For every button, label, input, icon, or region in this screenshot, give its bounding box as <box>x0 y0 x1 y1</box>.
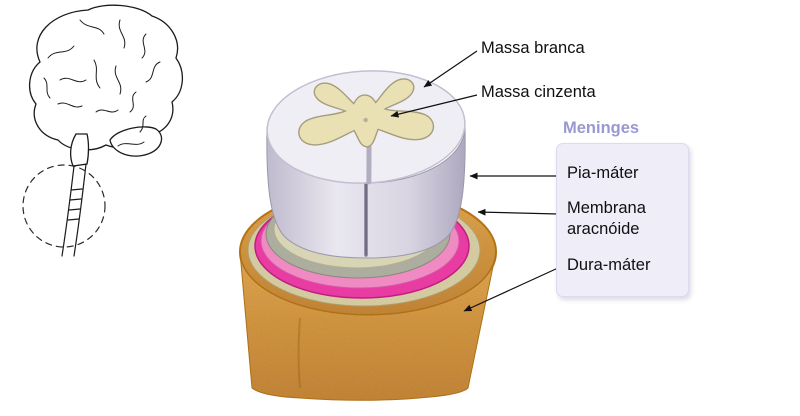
meninges-title: Meninges <box>563 119 640 137</box>
label-membrana-aracnoide: Membrana aracnóide <box>567 199 646 239</box>
meninges-panel <box>556 143 689 297</box>
brain-sketch <box>22 4 183 257</box>
gray-matter-butterfly <box>298 78 434 148</box>
cerebellum-outline <box>109 126 163 157</box>
central-canal <box>363 117 368 123</box>
brainstem-outline <box>69 133 90 167</box>
cross-section <box>239 70 497 401</box>
spinal-cord-lines <box>61 163 87 257</box>
cord-top-surface <box>266 70 466 185</box>
leader-massa-cinzenta <box>390 94 478 118</box>
label-massa-branca: Massa branca <box>481 39 585 57</box>
leader-membrana <box>477 208 559 216</box>
label-pia-mater: Pia-máter <box>567 164 639 182</box>
leader-massa-branca <box>423 50 478 88</box>
label-dura-mater: Dura-máter <box>567 256 651 274</box>
label-massa-cinzenta: Massa cinzenta <box>481 83 596 101</box>
dashed-focus-circle <box>22 164 106 248</box>
leader-dura-mater <box>463 267 559 312</box>
leader-lines <box>390 50 559 312</box>
